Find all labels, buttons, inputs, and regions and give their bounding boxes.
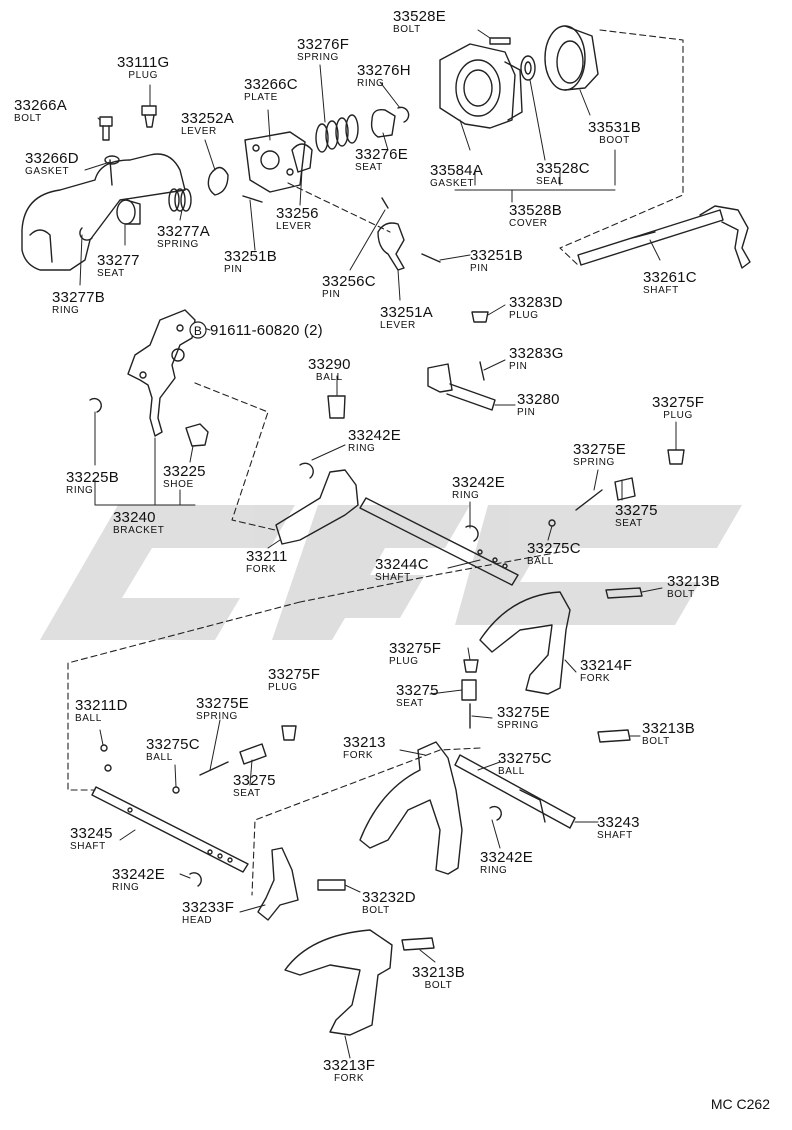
callout-badge-ring bbox=[189, 321, 207, 339]
plug-33111g bbox=[141, 105, 157, 128]
shaft-33244c bbox=[359, 497, 519, 586]
fork-33211 bbox=[275, 462, 359, 545]
plate-33266c bbox=[244, 131, 306, 193]
leader-lines bbox=[79, 29, 677, 1059]
fork-33214f bbox=[479, 591, 571, 695]
head-33233f bbox=[257, 847, 299, 921]
fork-33213 bbox=[359, 741, 463, 875]
seal-33528c bbox=[520, 55, 536, 81]
spring-33277a bbox=[168, 188, 192, 212]
shaft-33261c bbox=[577, 205, 751, 269]
badge-b: B bbox=[193, 324, 203, 338]
shaft-33245 bbox=[91, 786, 249, 873]
pin-33280 bbox=[427, 363, 496, 411]
spring-33276f bbox=[315, 114, 359, 153]
shaft-33243 bbox=[454, 754, 576, 829]
ball-33290 bbox=[327, 395, 346, 419]
bracket-33240 bbox=[127, 309, 196, 437]
seat-33277 bbox=[116, 199, 141, 225]
dashed-guides bbox=[67, 29, 684, 896]
diagram-code: MC C262 bbox=[710, 1096, 770, 1112]
fork-33213f bbox=[284, 929, 393, 1036]
lever-33251a bbox=[377, 222, 405, 271]
bolt-33266a bbox=[99, 116, 113, 141]
boot-33531b bbox=[544, 25, 599, 91]
cover-33528b bbox=[439, 43, 523, 129]
